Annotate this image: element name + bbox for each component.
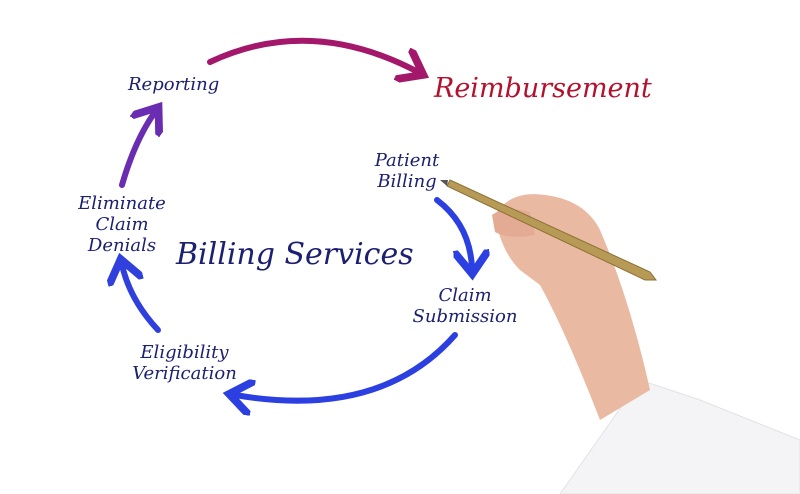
arrow-eligibility-to-denials [122,265,161,333]
arrow-reporting-to-reimbursement [207,37,418,72]
step-patient-billing: Patient Billing [374,150,440,192]
arrow-denials-to-reporting [119,112,155,188]
arrow-patient-billing-to-claim-submission [434,197,472,268]
step-eligibility-verification: Eligibility Verification [132,342,237,384]
step-reporting: Reporting [128,74,220,95]
outcome-reimbursement: Reimbursement [434,73,652,104]
arrow-claim-submission-to-eligibility [235,332,458,401]
hand-with-pen-illustration [440,179,800,494]
step-claim-submission: Claim Submission [412,285,518,327]
center-billing-services: Billing Services [176,237,414,272]
step-eliminate-claim-denials: Eliminate Claim Denials [78,193,166,256]
